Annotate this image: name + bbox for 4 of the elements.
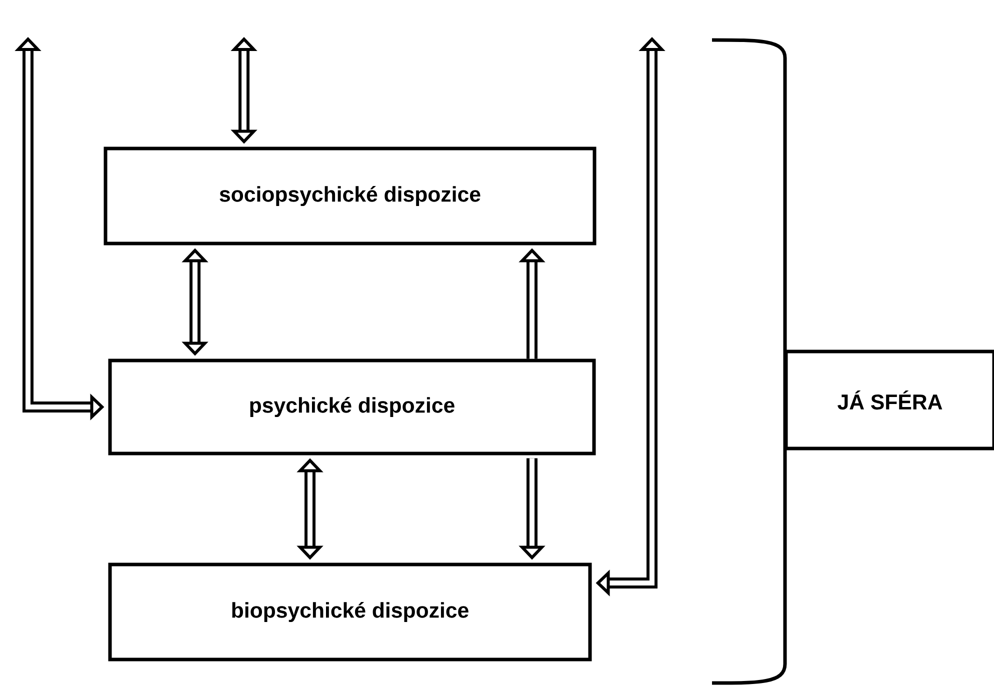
process-box: sociopsychické dispozice (104, 146, 596, 246)
label-box: JÁ SFÉRA (784, 350, 994, 450)
process-box: psychické dispozice (108, 358, 596, 456)
process-box: biopsychické dispozice (108, 562, 592, 662)
